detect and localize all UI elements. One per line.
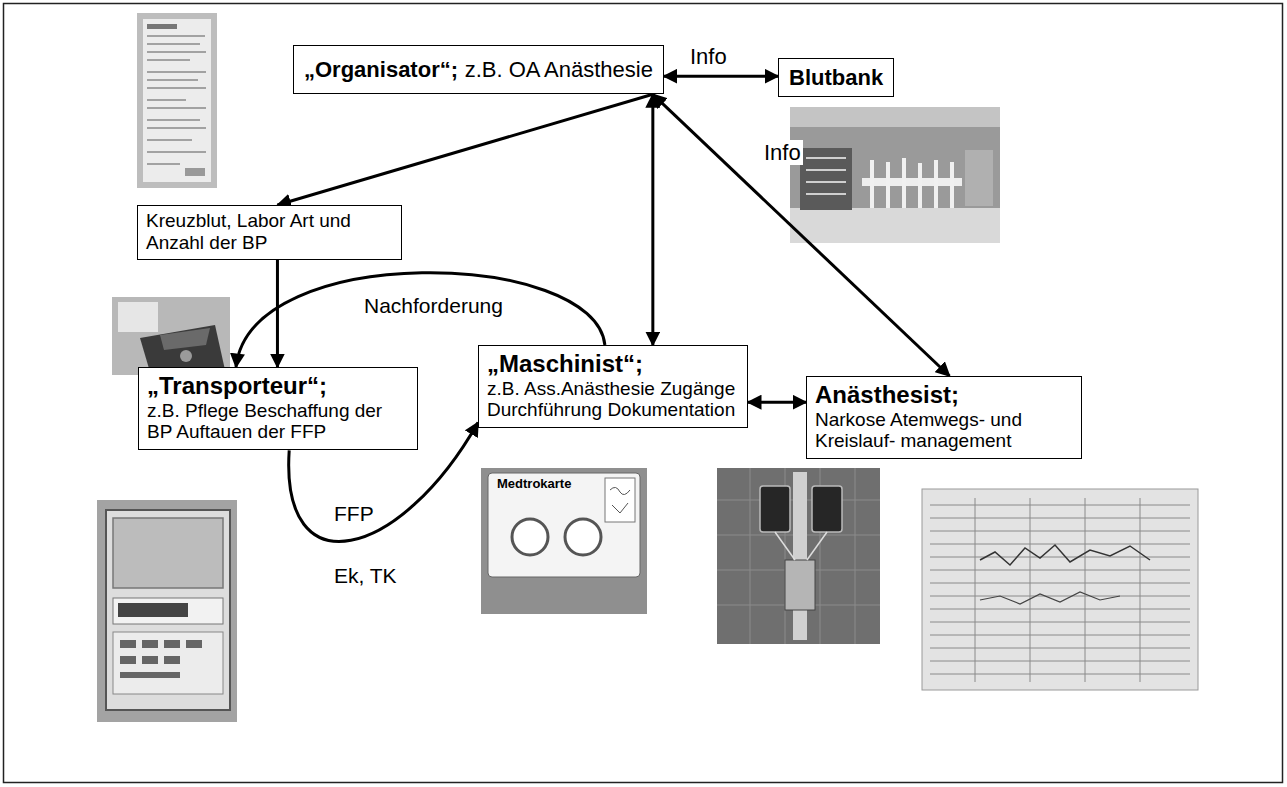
- anaesthesia-chart-photo: [922, 489, 1198, 690]
- flow-arrow: [748, 401, 806, 404]
- box-heading: „Maschinist“;: [487, 350, 739, 378]
- box-heading: „Transporteur“;: [147, 372, 409, 400]
- bedside-card-photo: [481, 468, 647, 614]
- flow-arrow: [276, 260, 279, 367]
- flow-label: FFP: [332, 502, 376, 526]
- flow-arrow: [651, 94, 654, 345]
- box-text: Narkose Atemwegs- und Kreislauf- managem…: [815, 409, 1073, 453]
- form-photo: [137, 13, 217, 188]
- role-box: „Transporteur“;z.B. Pflege Beschaffung d…: [138, 367, 418, 450]
- flow-label: Nachforderung: [362, 294, 505, 318]
- thawing-device-photo: [97, 500, 237, 722]
- box-text: Kreuzblut, Labor Art und Anzahl der BP: [146, 210, 393, 254]
- flow-arrow: [277, 94, 652, 205]
- task-box: Kreuzblut, Labor Art und Anzahl der BP: [137, 205, 402, 260]
- box-text: z.B. OA Anästhesie: [465, 57, 653, 82]
- flow-label: Info: [762, 140, 803, 165]
- infusion-device-photo: [717, 468, 880, 644]
- bloodbank-photo: [790, 107, 1000, 243]
- box-heading: „Organisator“;: [304, 57, 458, 82]
- flow-label: Ek, TK: [332, 564, 399, 588]
- flow-arrow: [653, 94, 950, 376]
- role-box: Anästhesist;Narkose Atemwegs- und Kreisl…: [806, 376, 1082, 459]
- flow-label: Info: [688, 44, 729, 69]
- outer-frame: [4, 4, 1283, 783]
- coolerbag-photo: [112, 297, 230, 375]
- card-text: Medtrokarte: [495, 477, 573, 492]
- role-box: „Organisator“; z.B. OA Anästhesie: [293, 45, 664, 94]
- box-text: z.B. Ass.Anästhesie Zugänge Durchführung…: [487, 378, 739, 422]
- box-heading: Anästhesist;: [815, 381, 1073, 409]
- flow-arrow: [664, 75, 778, 78]
- role-box: „Maschinist“;z.B. Ass.Anästhesie Zugänge…: [478, 345, 748, 428]
- bloodbank-box: Blutbank: [778, 58, 894, 97]
- box-text: z.B. Pflege Beschaffung der BP Auftauen …: [147, 400, 409, 444]
- box-text: Blutbank: [789, 65, 883, 90]
